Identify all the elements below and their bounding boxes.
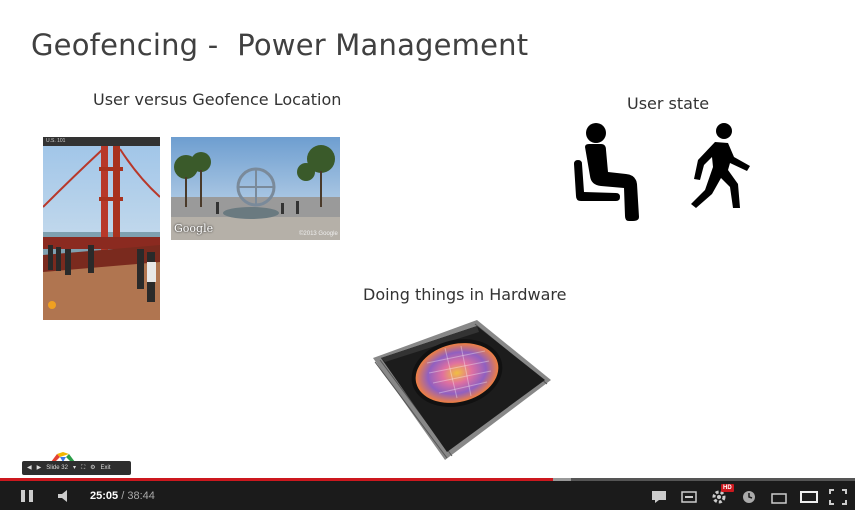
- presenter-fullscreen-icon[interactable]: ⛶: [80, 465, 86, 471]
- walking-person-icon: [688, 122, 756, 217]
- prev-slide-icon[interactable]: ◀: [27, 465, 32, 471]
- small-player-icon[interactable]: [771, 491, 787, 509]
- universal-studios-photo: Google ©2013 Google: [171, 137, 340, 240]
- google-watermark: Google: [174, 222, 214, 235]
- duration: 38:44: [127, 490, 155, 502]
- slide-number[interactable]: Slide 32: [46, 465, 68, 471]
- gdg-logo: [50, 450, 76, 468]
- user-state-subhead: User state: [627, 94, 710, 113]
- time-display: 25:05 / 38:44: [90, 490, 155, 502]
- annotations-icon[interactable]: [681, 490, 697, 508]
- progress-bar[interactable]: [0, 478, 855, 481]
- player-controls: 25:05 / 38:44 HD: [0, 478, 855, 510]
- presenter-settings-icon[interactable]: ⚙: [90, 465, 96, 471]
- volume-icon[interactable]: [57, 489, 73, 508]
- time-separator: /: [121, 490, 125, 502]
- hardware-subhead: Doing things in Hardware: [363, 285, 567, 304]
- slide-area: Geofencing - Power Management User versu…: [0, 0, 855, 478]
- sitting-person-icon: [571, 122, 651, 227]
- golden-gate-photo: U.S. 101: [43, 137, 160, 320]
- watch-later-icon[interactable]: [742, 490, 756, 509]
- pause-icon[interactable]: [20, 489, 34, 508]
- fullscreen-icon[interactable]: [829, 489, 847, 510]
- photo-copyright: ©2013 Google: [299, 231, 338, 237]
- progress-played: [0, 478, 553, 481]
- slide-title: Geofencing - Power Management: [31, 28, 529, 62]
- chip-icon: [365, 318, 555, 468]
- captions-icon[interactable]: [651, 490, 667, 509]
- photo-road-tag: U.S. 101: [43, 137, 160, 146]
- dropdown-icon[interactable]: ▾: [72, 465, 76, 471]
- next-slide-icon[interactable]: ▶: [36, 465, 42, 471]
- location-subhead: User versus Geofence Location: [93, 90, 342, 109]
- settings-icon[interactable]: [711, 489, 727, 510]
- presenter-controls: ◀ ▶ Slide 32 ▾ ⛶ ⚙ Exit: [22, 461, 131, 475]
- theater-icon[interactable]: [800, 490, 818, 508]
- exit-button[interactable]: Exit: [100, 465, 111, 471]
- current-time: 25:05: [90, 490, 119, 502]
- hd-badge: HD: [721, 484, 734, 492]
